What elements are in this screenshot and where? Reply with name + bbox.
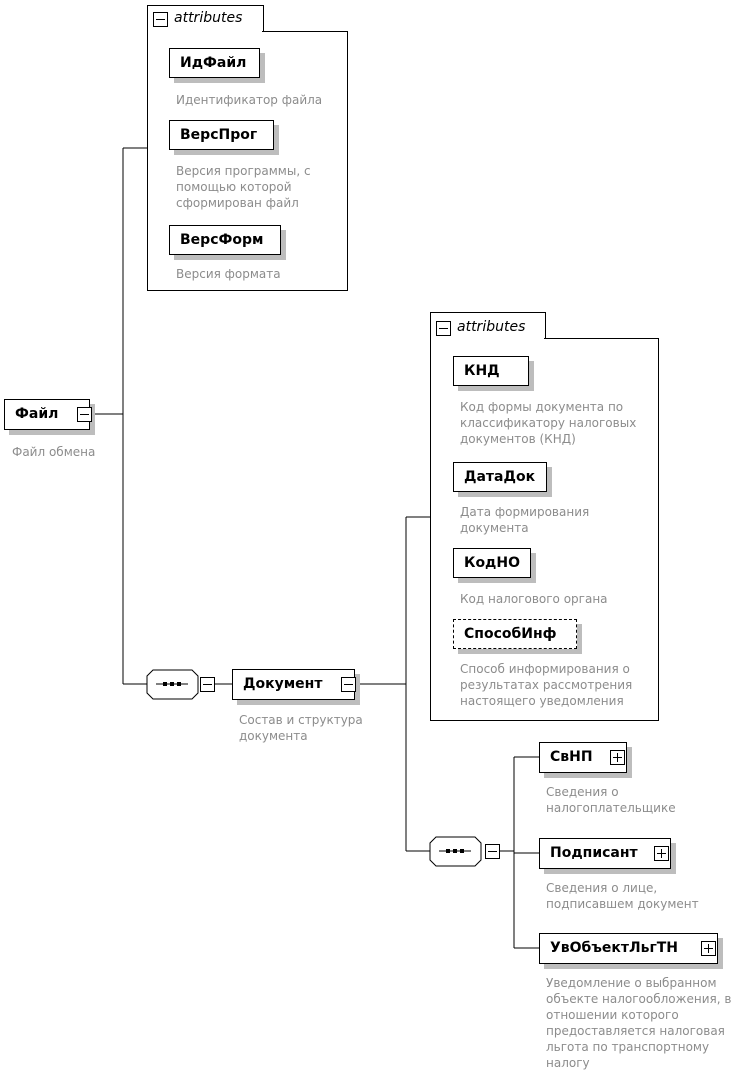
document-attributes-title: attributes bbox=[457, 319, 526, 335]
expand-icon[interactable] bbox=[610, 750, 625, 765]
attribute-description: Версия формата bbox=[176, 267, 281, 281]
child-element-description: Уведомление о выбранном объекте налогооб… bbox=[546, 976, 732, 1070]
sequence-collapse-icon[interactable] bbox=[200, 677, 215, 692]
child-element-name: Подписант bbox=[550, 845, 638, 861]
attribute-description: Идентификатор файла bbox=[176, 93, 323, 107]
attribute-name: ДатаДок bbox=[464, 469, 536, 485]
root-attributes-tab: attributes bbox=[147, 5, 264, 32]
attribute-name: ВерсПрог bbox=[180, 127, 258, 143]
attribute-description: Способ информирования о результатах расс… bbox=[460, 662, 633, 708]
child-element-description: Сведения о налогоплательщике bbox=[546, 785, 676, 815]
sequence-compositor-icon[interactable] bbox=[146, 669, 218, 701]
expand-icon[interactable] bbox=[654, 846, 669, 861]
sequence-collapse-icon[interactable] bbox=[485, 844, 500, 859]
sequence-compositor-icon[interactable] bbox=[429, 836, 501, 868]
attribute-name: ИдФайл bbox=[180, 55, 247, 71]
document-attributes-collapse-icon[interactable] bbox=[436, 321, 451, 336]
root-collapse-icon[interactable] bbox=[77, 407, 92, 422]
attribute-versprog-box[interactable]: ВерсПрог bbox=[169, 120, 274, 150]
root-attributes-collapse-icon[interactable] bbox=[153, 12, 168, 27]
attribute-description: Версия программы, с помощью которой сфор… bbox=[176, 164, 311, 210]
attribute-knd-box[interactable]: КНД bbox=[453, 356, 529, 386]
child-element-description: Сведения о лице, подписавшем документ bbox=[546, 881, 699, 911]
attribute-name: ВерсФорм bbox=[180, 232, 264, 248]
child-svnp-box[interactable]: СвНП bbox=[539, 742, 627, 773]
attribute-idfile-box[interactable]: ИдФайл bbox=[169, 48, 260, 78]
child-element-name: СвНП bbox=[550, 749, 593, 765]
attribute-name: СпособИнф bbox=[464, 626, 557, 642]
document-element-name: Документ bbox=[243, 676, 323, 692]
root-element-description: Файл обмена bbox=[12, 445, 96, 459]
attribute-datadok-box[interactable]: ДатаДок bbox=[453, 462, 547, 492]
child-element-name: УвОбъектЛьгТН bbox=[550, 940, 679, 956]
child-uvobjektlgtn-box[interactable]: УвОбъектЛьгТН bbox=[539, 933, 718, 964]
attribute-sposobinf-box[interactable]: СпособИнф bbox=[453, 619, 577, 649]
root-attributes-title: attributes bbox=[174, 10, 243, 26]
child-podpisant-box[interactable]: Подписант bbox=[539, 838, 671, 869]
attribute-description: Код налогового органа bbox=[460, 592, 608, 606]
document-element-box[interactable]: Документ bbox=[232, 669, 355, 700]
document-attributes-tab: attributes bbox=[430, 312, 546, 339]
attribute-description: Код формы документа по классификатору на… bbox=[460, 400, 637, 446]
attribute-description: Дата формирования документа bbox=[460, 505, 590, 535]
expand-icon[interactable] bbox=[701, 941, 716, 956]
attribute-name: КНД bbox=[464, 363, 500, 379]
document-element-description: Состав и структура документа bbox=[239, 713, 363, 743]
root-element-name: Файл bbox=[15, 406, 59, 422]
document-attributes-group bbox=[430, 338, 659, 721]
attribute-name: КодНО bbox=[464, 555, 520, 571]
attribute-versform-box[interactable]: ВерсФорм bbox=[169, 225, 281, 255]
document-collapse-icon[interactable] bbox=[341, 677, 356, 692]
attribute-kodno-box[interactable]: КодНО bbox=[453, 548, 531, 578]
